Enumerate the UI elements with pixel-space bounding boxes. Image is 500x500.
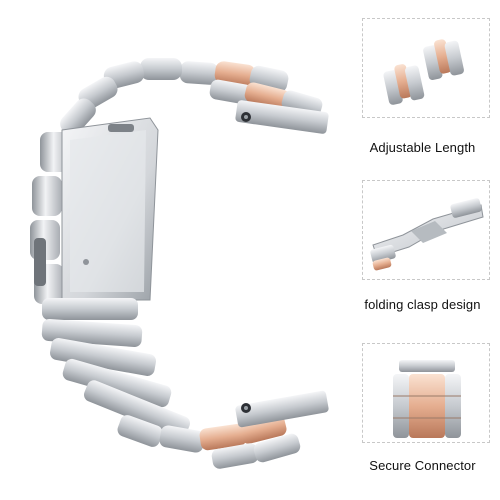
secure-connector-caption: Secure Connector — [369, 458, 476, 473]
adjustable-length-caption: Adjustable Length — [369, 140, 476, 155]
watch-band-image — [30, 58, 329, 469]
folding-clasp-caption: folding clasp design — [364, 297, 481, 312]
adjustable-links-image — [383, 39, 464, 105]
folding-clasp-image — [370, 198, 484, 271]
secure-connector-image — [393, 360, 461, 438]
folding-clasp-panel — [362, 180, 490, 280]
top-end-piece — [235, 100, 329, 134]
lower-links — [41, 298, 301, 469]
upper-links — [60, 58, 323, 136]
secure-connector-panel — [362, 343, 490, 443]
adjustable-length-panel — [362, 18, 490, 118]
folding-clasp — [34, 117, 159, 301]
bottom-end-piece — [235, 390, 329, 428]
